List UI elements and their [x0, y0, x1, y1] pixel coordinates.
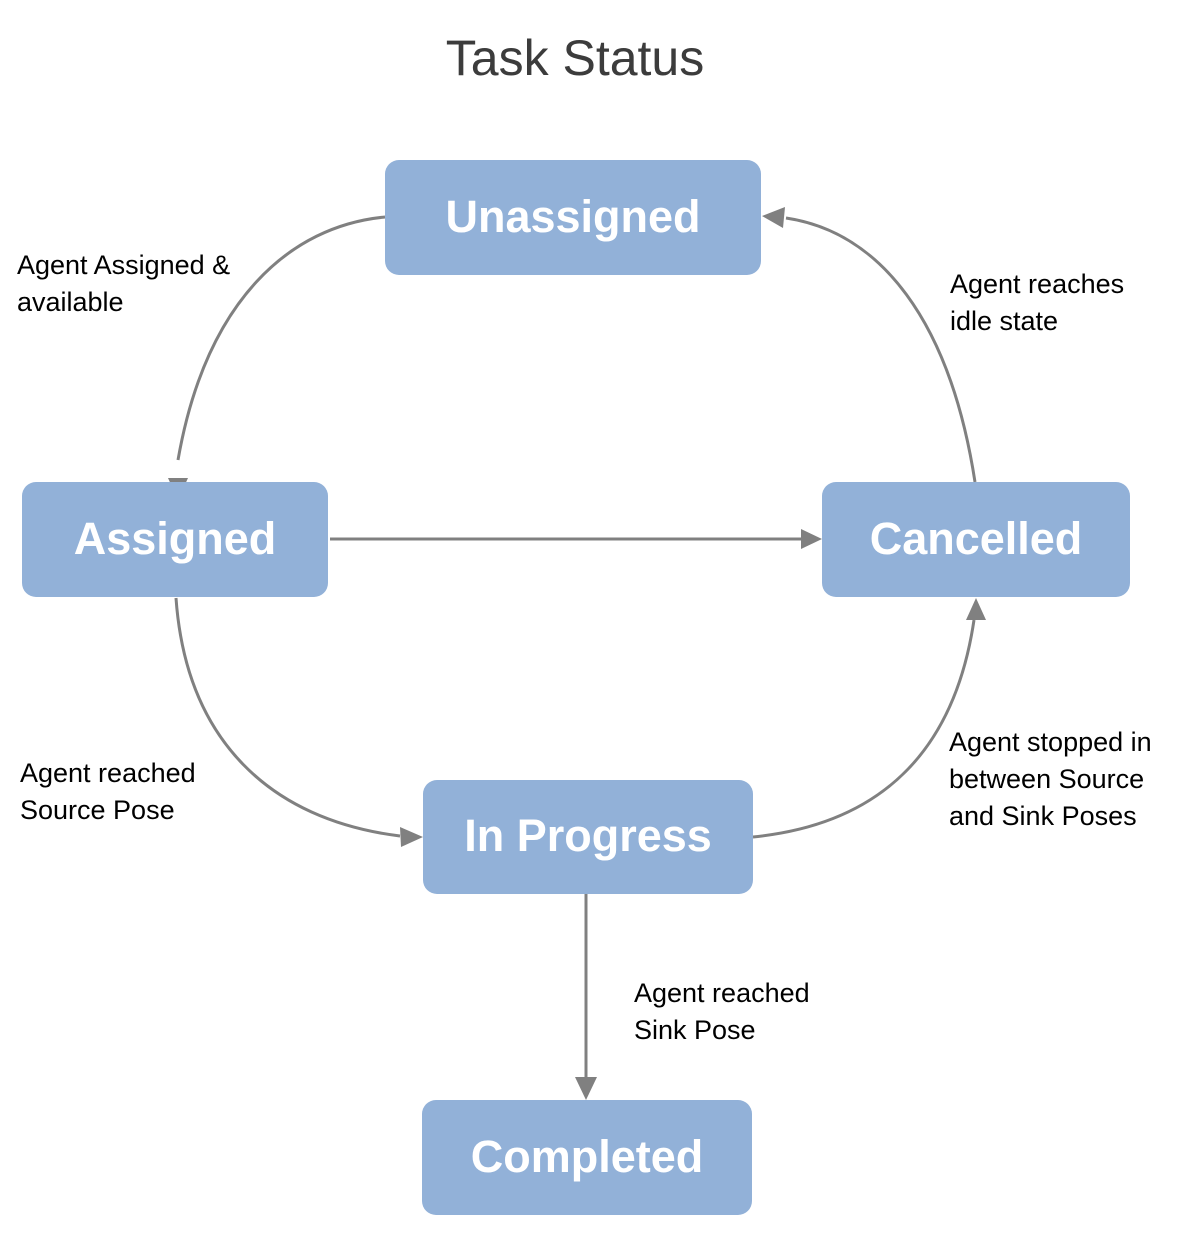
edge-label-agent-stopped-between-poses: Agent stopped in between Source and Sink… [949, 727, 1152, 831]
edge-assigned-to-cancelled [330, 529, 822, 549]
edge-label-line-2: between Source [949, 764, 1144, 794]
edge-label-agent-assigned-available: Agent Assigned & available [17, 250, 230, 317]
node-in-progress[interactable]: In Progress [423, 780, 753, 894]
arrow-head-into-unassigned [762, 207, 785, 228]
edge-path-unassigned-to-assigned [176, 215, 386, 461]
arrow-head-into-in-progress [400, 827, 423, 847]
node-in-progress-box[interactable] [423, 780, 753, 894]
edge-cancelled-to-unassigned [762, 207, 977, 483]
arrow-head-into-completed [575, 1077, 597, 1100]
edge-label-line-1: Agent reaches [950, 269, 1124, 299]
edge-path-cancelled-to-unassigned [785, 216, 977, 483]
node-completed[interactable]: Completed [422, 1100, 752, 1215]
edge-label-line-2: available [17, 287, 124, 317]
edge-label-agent-reaches-idle-state: Agent reaches idle state [950, 269, 1124, 336]
edge-label-agent-reached-source-pose: Agent reached Source Pose [20, 758, 196, 825]
edge-in-progress-to-cancelled [752, 598, 986, 839]
node-unassigned-label: Unassigned [445, 191, 700, 242]
node-completed-label: Completed [471, 1131, 704, 1182]
edge-label-line-1: Agent Assigned & [17, 250, 230, 280]
edge-label-line-1: Agent reached [634, 978, 810, 1008]
node-cancelled-label: Cancelled [870, 513, 1083, 564]
edge-path-in-progress-to-cancelled [752, 619, 976, 839]
node-in-progress-label: In Progress [464, 810, 712, 861]
edge-path-assigned-to-in-progress [174, 597, 401, 838]
edge-label-line-1: Agent reached [20, 758, 196, 788]
edge-label-line-1: Agent stopped in [949, 727, 1152, 757]
node-cancelled[interactable]: Cancelled [822, 482, 1130, 597]
edge-label-line-2: idle state [950, 306, 1058, 336]
edge-label-line-3: and Sink Poses [949, 801, 1137, 831]
arrow-head-into-cancelled-bottom [966, 598, 986, 620]
arrow-head-into-cancelled-left [801, 529, 822, 549]
node-assigned-box[interactable] [22, 482, 328, 597]
edge-assigned-to-in-progress [174, 597, 423, 847]
node-completed-box[interactable] [422, 1100, 752, 1215]
node-assigned[interactable]: Assigned [22, 482, 328, 597]
node-unassigned-box[interactable] [385, 160, 761, 275]
edge-label-agent-reached-sink-pose: Agent reached Sink Pose [634, 978, 810, 1045]
node-assigned-label: Assigned [74, 513, 277, 564]
edge-in-progress-to-completed [575, 894, 597, 1100]
page-title: Task Status [446, 30, 704, 86]
edge-label-line-2: Source Pose [20, 795, 175, 825]
node-cancelled-box[interactable] [822, 482, 1130, 597]
edge-label-line-2: Sink Pose [634, 1015, 756, 1045]
node-unassigned[interactable]: Unassigned [385, 160, 761, 275]
